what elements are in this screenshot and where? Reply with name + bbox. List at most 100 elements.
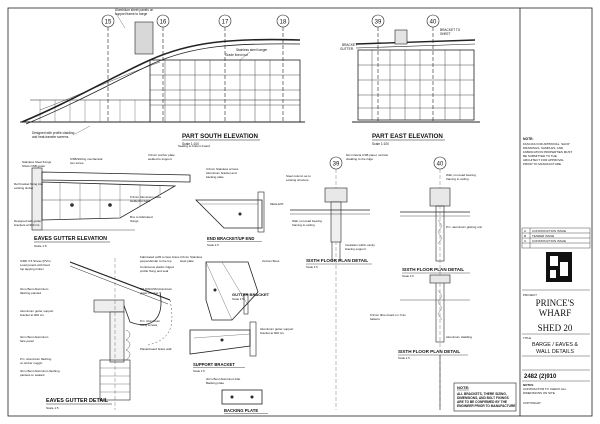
end-bracket-title: END BRACKET/UP END — [207, 236, 254, 241]
gutter-bracket-title: GUTTER BRACKET — [232, 292, 270, 297]
svg-text:Stainless steel hanger: Stainless steel hanger — [236, 48, 268, 52]
revision-table — [521, 227, 591, 249]
sheet-border — [7, 7, 593, 417]
svg-text:COPYRIGHT: COPYRIGHT — [523, 401, 541, 405]
general-note: NOTE: ALL BRACKETS, THERE SIZING, DIMENS… — [453, 382, 517, 412]
shed-name: SHED 20 — [538, 323, 573, 333]
svg-text:Grade fixed roof: Grade fixed roof — [225, 53, 248, 57]
firm-logo — [546, 252, 572, 282]
project-name-line-1: PRINCE'S — [536, 298, 575, 308]
svg-text:welded to support: welded to support — [148, 157, 172, 161]
end-bracket-scale: Scale 1:5 — [207, 243, 219, 247]
svg-text:ARCHITECT FOR APPROVAL: ARCHITECT FOR APPROVAL — [523, 158, 564, 162]
svg-text:3.0mm Anchor plate: 3.0mm Anchor plate — [148, 153, 175, 157]
drawing-title-line-1: BARGE / EAVES & — [532, 342, 578, 348]
svg-text:FABRICATION PROPERTIES MUST: FABRICATION PROPERTIES MUST — [523, 150, 572, 154]
eaves-gutter-elevation-scale: Scale 1:5 — [34, 244, 47, 248]
east-elevation-drawing: 39 40 — [352, 14, 480, 123]
title-block: NOTE: FASCIAS FOR APPROVAL. SHOP DRAWING… — [519, 8, 591, 416]
svg-text:cladding to the ridge: cladding to the ridge — [346, 157, 373, 161]
east-elevation-scale: Scale 1:100 — [372, 142, 389, 146]
backing-plate-title: BACKING PLATE — [224, 408, 258, 413]
svg-text:3mm Bent Aluminium Flat: 3mm Bent Aluminium Flat — [206, 377, 240, 381]
svg-text:B: B — [524, 234, 526, 238]
svg-text:Shuts OSB gutter: Shuts OSB gutter — [22, 164, 45, 168]
svg-text:2x4mm Boss: 2x4mm Boss — [262, 259, 280, 263]
svg-text:6.0mm Aluminium plate: 6.0mm Aluminium plate — [130, 195, 162, 199]
svg-text:18: 18 — [280, 20, 287, 26]
svg-text:39: 39 — [375, 20, 382, 26]
sixth-floor-detail-annotations: 6mm fascia CSB panel, vertical cladding … — [286, 153, 482, 339]
svg-text:CONTRACTOR TO CHECK ALL: CONTRACTOR TO CHECK ALL — [523, 387, 567, 391]
svg-text:painted on sealant: painted on sealant — [20, 373, 45, 377]
svg-text:OSB/Stirling mechanical: OSB/Stirling mechanical — [70, 157, 103, 161]
svg-text:backing plate: backing plate — [206, 175, 224, 179]
svg-text:Plasterboard brace wall: Plasterboard brace wall — [140, 347, 172, 351]
svg-text:Insulation within cavity: Insulation within cavity — [345, 243, 375, 247]
svg-text:17: 17 — [222, 20, 229, 26]
svg-text:P.C. aluminium glazing unit: P.C. aluminium glazing unit — [446, 225, 482, 229]
svg-text:40: 40 — [430, 20, 437, 26]
project-name-line-2: WHARF — [539, 308, 572, 318]
svg-text:P.C. Aluminium flashing: P.C. Aluminium flashing — [20, 357, 52, 361]
svg-text:S/MK 3.5 Stress (PVC): S/MK 3.5 Stress (PVC) — [20, 259, 51, 263]
south-elevation-scale: Scale 1:100 — [182, 142, 199, 146]
eaves-gutter-elevation-title: EAVES GUTTER ELEVATION — [34, 236, 107, 242]
svg-text:39: 39 — [333, 162, 340, 168]
sixth-floor-detail-1-title: SIXTH FLOOR PLAN DETAIL — [306, 258, 368, 263]
svg-text:6mm fascia CSB panel, vertical: 6mm fascia CSB panel, vertical — [346, 153, 388, 157]
gutter-bracket-annotations: 3.0mm Stainless steel plate 2x4mm Boss — [180, 255, 280, 263]
svg-text:BE SUBMITTED TO THE: BE SUBMITTED TO THE — [523, 154, 557, 158]
svg-text:framing to ceiling: framing to ceiling — [292, 223, 315, 227]
eaves-gutter-detail-drawing — [69, 258, 173, 410]
svg-text:Aluminium bracket and: Aluminium bracket and — [206, 171, 237, 175]
eaves-gutter-elevation-drawing — [31, 167, 191, 231]
svg-text:TITLE: TITLE — [523, 336, 531, 340]
svg-text:6.5mm fibre board on 7mm: 6.5mm fibre board on 7mm — [370, 313, 407, 317]
svg-text:Aluminium gutter support: Aluminium gutter support — [260, 327, 294, 331]
svg-text:Sealing to bottom board: Sealing to bottom board — [178, 144, 210, 148]
svg-text:on timber noggin: on timber noggin — [20, 361, 43, 365]
east-elevation-title: PART EAST ELEVATION — [372, 133, 443, 140]
support-bracket-annotations: Aluminium gutter support bracket at 900 … — [206, 327, 294, 385]
svg-text:3.0mm Stainless: 3.0mm Stainless — [180, 255, 203, 259]
title-block-note-heading: NOTE: — [523, 137, 534, 141]
svg-text:Fabricated soffit to face brac: Fabricated soffit to face brace — [140, 255, 180, 259]
svg-text:framing to ceiling: framing to ceiling — [446, 177, 469, 181]
svg-text:DIMENSIONS ON SITE: DIMENSIONS ON SITE — [523, 391, 555, 395]
sixth-floor-detail-3-title: SIXTH FLOOR PLAN DETAIL — [398, 349, 460, 354]
svg-text:3mm Bent Aluminium: 3mm Bent Aluminium — [20, 335, 49, 339]
svg-text:face panel: face panel — [20, 339, 34, 343]
svg-text:Stainless Steel fixings: Stainless Steel fixings — [22, 160, 52, 164]
svg-text:BRACKET: BRACKET — [342, 43, 357, 47]
svg-text:C: C — [524, 239, 527, 243]
svg-text:Load panels with fixed: Load panels with fixed — [20, 263, 50, 267]
svg-text:BRACKET TO: BRACKET TO — [440, 28, 461, 32]
svg-text:15: 15 — [105, 20, 112, 26]
drawing-number: 2482 (2)910 — [524, 374, 557, 380]
svg-text:Continuous plastic ridged: Continuous plastic ridged — [140, 265, 174, 269]
end-bracket-drawing — [195, 191, 265, 233]
gutter-bracket-drawing — [205, 261, 259, 321]
svg-text:SHEET: SHEET — [440, 32, 451, 36]
svg-text:FASCIAS FOR APPROVAL. SHOP: FASCIAS FOR APPROVAL. SHOP — [523, 142, 570, 146]
svg-text:3.0mm Stainless screws: 3.0mm Stainless screws — [206, 167, 239, 171]
drawing-title-line-2: WALL DETAILS — [536, 349, 574, 355]
end-bracket-annotations: 3.0mm Stainless screws Aluminium bracket… — [206, 167, 284, 206]
svg-text:PROJECT: PROJECT — [523, 293, 537, 297]
svg-text:DIMENSIONS, AND BOLT FIXINGS: DIMENSIONS, AND BOLT FIXINGS — [457, 396, 509, 400]
svg-text:fixings: fixings — [130, 219, 139, 223]
svg-text:perpendicular to the top: perpendicular to the top — [140, 259, 172, 263]
svg-text:NOTES: NOTES — [523, 383, 533, 387]
svg-text:steel plate: steel plate — [180, 259, 194, 263]
svg-text:hex screw: hex screw — [70, 161, 84, 165]
eaves-gutter-detail-title: EAVES GUTTER DETAIL — [46, 398, 109, 404]
svg-text:CONSTRUCTION ISSUE: CONSTRUCTION ISSUE — [532, 229, 566, 233]
svg-text:support frame to barge: support frame to barge — [115, 12, 147, 16]
svg-text:gutter bracket: gutter bracket — [140, 291, 159, 295]
eaves-gutter-detail-annotations: S/MK 3.5 Stress (PVC) Load panels with f… — [20, 255, 180, 377]
sixth-floor-detail-drawing: 39 40 — [290, 156, 470, 410]
svg-text:flashing painted: flashing painted — [20, 291, 41, 295]
svg-text:bracing support: bracing support — [345, 247, 366, 251]
backing-plate-drawing — [221, 389, 263, 405]
